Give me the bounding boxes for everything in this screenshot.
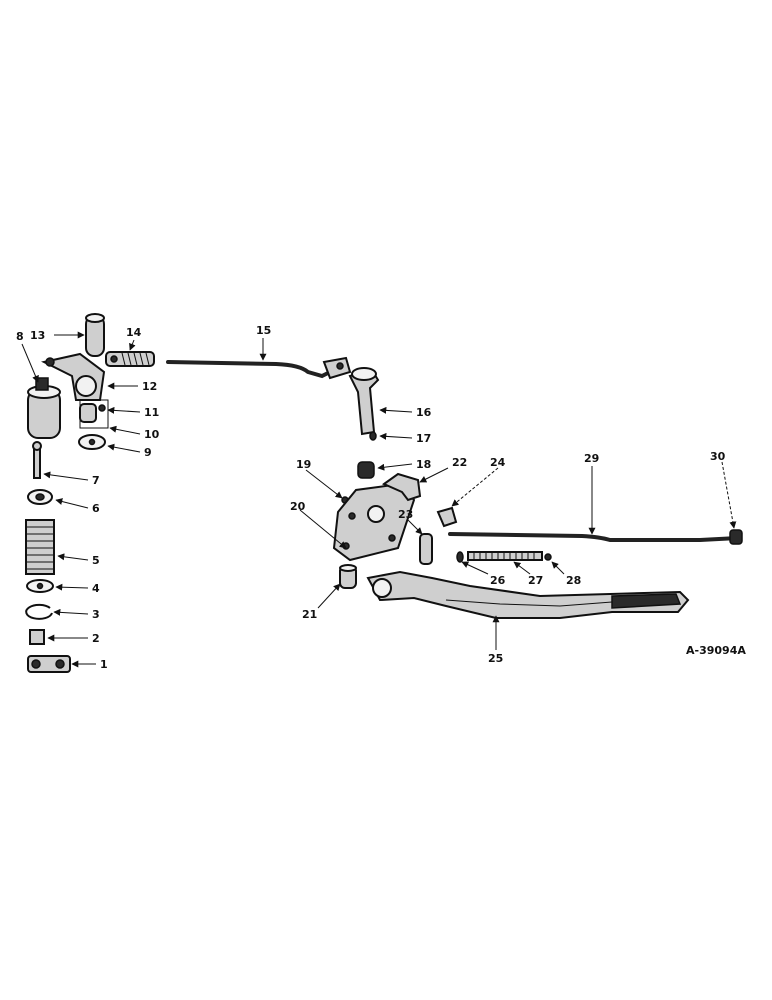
callout-29: 29 xyxy=(584,452,599,465)
part-13-pin xyxy=(85,313,105,357)
part-4-washer xyxy=(26,579,54,593)
callout-15: 15 xyxy=(256,324,271,337)
callout-17: 17 xyxy=(416,432,431,445)
callout-16: 16 xyxy=(416,406,432,419)
part-18-cap xyxy=(357,461,375,479)
part-8-housing xyxy=(27,377,61,439)
callout-11: 11 xyxy=(144,406,159,419)
part-1-clevis xyxy=(27,655,71,673)
callout-14: 14 xyxy=(126,326,142,339)
callout-4: 4 xyxy=(92,582,100,595)
callout-21: 21 xyxy=(302,608,317,621)
callout-9: 9 xyxy=(144,446,152,459)
callout-19: 19 xyxy=(296,458,311,471)
callout-6: 6 xyxy=(92,502,100,515)
part-17-key xyxy=(369,431,377,441)
part-26-pin xyxy=(456,551,464,563)
callout-3: 3 xyxy=(92,608,100,621)
part-29-rod xyxy=(448,532,740,542)
part-10-bushing xyxy=(79,399,109,429)
callout-23: 23 xyxy=(398,508,413,521)
callout-1: 1 xyxy=(100,658,108,671)
callout-28: 28 xyxy=(566,574,581,587)
part-20-bracket xyxy=(332,482,416,562)
callout-25: 25 xyxy=(488,652,503,665)
callout-20: 20 xyxy=(290,500,306,513)
part-6-washer xyxy=(27,489,53,505)
callout-18: 18 xyxy=(416,458,431,471)
callout-10: 10 xyxy=(144,428,160,441)
part-5-spring xyxy=(25,519,55,575)
callout-8: 8 xyxy=(16,330,24,343)
callout-26: 26 xyxy=(490,574,506,587)
part-23-link xyxy=(419,533,433,565)
callout-13: 13 xyxy=(30,329,45,342)
part-21-bushing xyxy=(339,564,357,589)
part-28-clip xyxy=(544,553,552,561)
callout-5: 5 xyxy=(92,554,100,567)
callout-30: 30 xyxy=(710,450,726,463)
part-24-clip xyxy=(436,506,458,528)
callout-24: 24 xyxy=(490,456,506,469)
callout-12: 12 xyxy=(142,380,157,393)
callout-2: 2 xyxy=(92,632,100,645)
part-16-arm xyxy=(348,367,380,436)
part-15-rod xyxy=(166,356,352,380)
part-14-link xyxy=(105,351,155,367)
drawing-code: A-39094A xyxy=(686,644,746,657)
part-3-ring xyxy=(25,603,53,620)
part-22-fork xyxy=(381,472,422,502)
part-2-block xyxy=(29,629,45,645)
part-11-pin xyxy=(98,404,106,412)
part-7-pin xyxy=(32,441,42,479)
part-30-knob xyxy=(729,529,743,545)
part-9-washer xyxy=(78,434,106,450)
callout-22: 22 xyxy=(452,456,467,469)
part-25-lever xyxy=(366,570,690,619)
callout-27: 27 xyxy=(528,574,543,587)
callout-7: 7 xyxy=(92,474,100,487)
part-27-spring xyxy=(467,551,543,561)
